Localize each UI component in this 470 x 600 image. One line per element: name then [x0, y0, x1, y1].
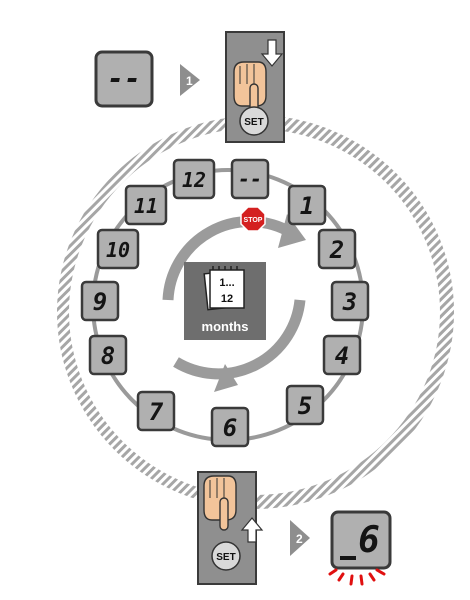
step2-panel: SET	[197, 471, 264, 585]
svg-text:3: 3	[342, 288, 357, 316]
cycle-arrow-top	[162, 216, 293, 301]
set-button-2[interactable]: SET	[211, 541, 241, 571]
calendar-line1: 1...	[219, 277, 234, 289]
svg-text:10: 10	[106, 238, 130, 262]
calendar-caption: months	[202, 319, 249, 334]
press-down-icon	[260, 39, 284, 67]
outer-loop-right	[254, 115, 454, 509]
step1-arrow: 1	[180, 64, 200, 96]
tile-7: 7	[136, 390, 176, 432]
calendar-icon: 1... 12	[203, 266, 245, 311]
svg-text:12: 12	[182, 168, 206, 192]
tile-6: 6	[210, 406, 250, 448]
cycle-arrow-bottom-head	[214, 364, 238, 392]
result-display-text: 6	[358, 520, 380, 561]
tile-1: 1	[287, 184, 327, 226]
blink-indicator	[328, 568, 386, 586]
set-button[interactable]: SET	[239, 106, 269, 136]
svg-text:2: 2	[329, 236, 344, 264]
calendar-panel: 1... 12 months	[184, 262, 266, 340]
svg-text:6: 6	[223, 414, 237, 442]
stop-sign: STOP	[240, 206, 266, 232]
calendar-line2: 12	[221, 293, 233, 305]
svg-text:5: 5	[298, 392, 312, 420]
set-button-2-label: SET	[216, 552, 235, 563]
initial-display: --	[94, 50, 154, 108]
tile-5: 5	[285, 384, 325, 426]
tile-8: 8	[88, 334, 128, 376]
step1-panel: SET	[225, 31, 285, 143]
result-display: 6	[328, 510, 392, 586]
stop-label: STOP	[244, 217, 263, 224]
cursor-underline	[340, 556, 356, 560]
tile-10: 10	[96, 228, 140, 270]
outer-loop-left-hatch	[57, 116, 256, 508]
tile-11: 11	[124, 184, 168, 226]
tile-4: 4	[322, 334, 362, 376]
set-button-label: SET	[244, 117, 263, 128]
step2-arrow: 2	[290, 520, 310, 556]
pointing-hand-icon-2	[203, 475, 237, 531]
svg-text:8: 8	[101, 342, 115, 370]
cycle-arrow-top-head	[278, 214, 306, 248]
cycle-arrow-bottom	[173, 299, 306, 380]
release-up-icon	[240, 517, 264, 543]
tile-9: 9	[80, 280, 120, 322]
tile-3: 3	[330, 280, 370, 322]
svg-text:--: --	[238, 167, 262, 191]
initial-display-text: --	[107, 62, 141, 95]
svg-text:9: 9	[93, 288, 107, 316]
svg-text:4: 4	[335, 342, 349, 370]
step1-number: 1	[186, 74, 193, 88]
tile-2: 2	[317, 228, 357, 270]
svg-text:11: 11	[134, 194, 158, 218]
svg-text:1: 1	[300, 192, 314, 220]
svg-text:7: 7	[149, 398, 164, 426]
tile-12: 12	[172, 158, 216, 200]
step2-number: 2	[296, 532, 303, 546]
tile-dash: --	[230, 158, 270, 200]
